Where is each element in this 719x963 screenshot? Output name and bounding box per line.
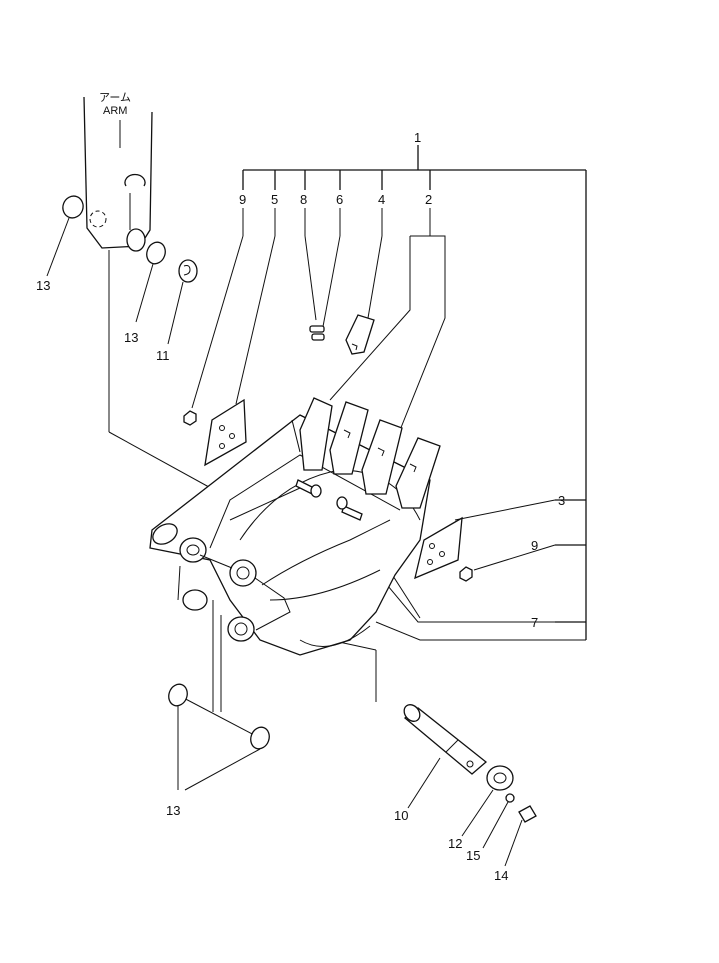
nut-9a [183, 410, 197, 426]
arm-label-en: ARM [103, 105, 127, 117]
callout-11: 11 [156, 348, 170, 363]
o-ring-bottom-left [168, 683, 188, 707]
o-ring-arm [146, 241, 166, 265]
nut-9b [459, 566, 473, 582]
callout-14: 14 [494, 868, 508, 883]
callout-5: 5 [271, 192, 278, 207]
tooth-4 [345, 314, 375, 355]
callout-numbers: 1 2 3 4 5 6 7 8 9 9 10 11 12 13 13 13 14… [36, 130, 565, 883]
callout-4: 4 [378, 192, 385, 207]
washer-11 [167, 259, 198, 345]
callout-2: 2 [425, 192, 432, 207]
side-cutter-5 [204, 398, 247, 467]
callout-7: 7 [531, 615, 538, 630]
bolt-14 [504, 805, 537, 867]
washer-15 [482, 793, 515, 849]
callout-9-right: 9 [531, 538, 538, 553]
pin-10 [403, 704, 488, 809]
callout-10: 10 [394, 808, 408, 823]
side-cutter-3 [414, 516, 463, 580]
callout-9-top: 9 [239, 192, 246, 207]
collar-12 [461, 765, 514, 837]
callout-1: 1 [414, 130, 421, 145]
o-ring-left [62, 195, 84, 219]
o-ring-bottom-right [250, 726, 270, 750]
bolt-7b [336, 496, 363, 521]
callout-13-arm: 13 [124, 330, 138, 345]
bucket-teeth [299, 397, 441, 509]
arm-assembly: アーム ARM [83, 91, 153, 252]
callout-6: 6 [336, 192, 343, 207]
callout-12: 12 [448, 836, 462, 851]
callout-bracket [242, 145, 587, 640]
callout-13-left: 13 [36, 278, 50, 293]
callout-15: 15 [466, 848, 480, 863]
arm-label-jp: アーム [99, 91, 131, 104]
bolt-7a [295, 479, 322, 498]
pin-8 [309, 325, 325, 341]
callout-8: 8 [300, 192, 307, 207]
callout-13-bottom: 13 [166, 803, 180, 818]
callout-3: 3 [558, 493, 565, 508]
mounting-bosses [152, 523, 291, 642]
